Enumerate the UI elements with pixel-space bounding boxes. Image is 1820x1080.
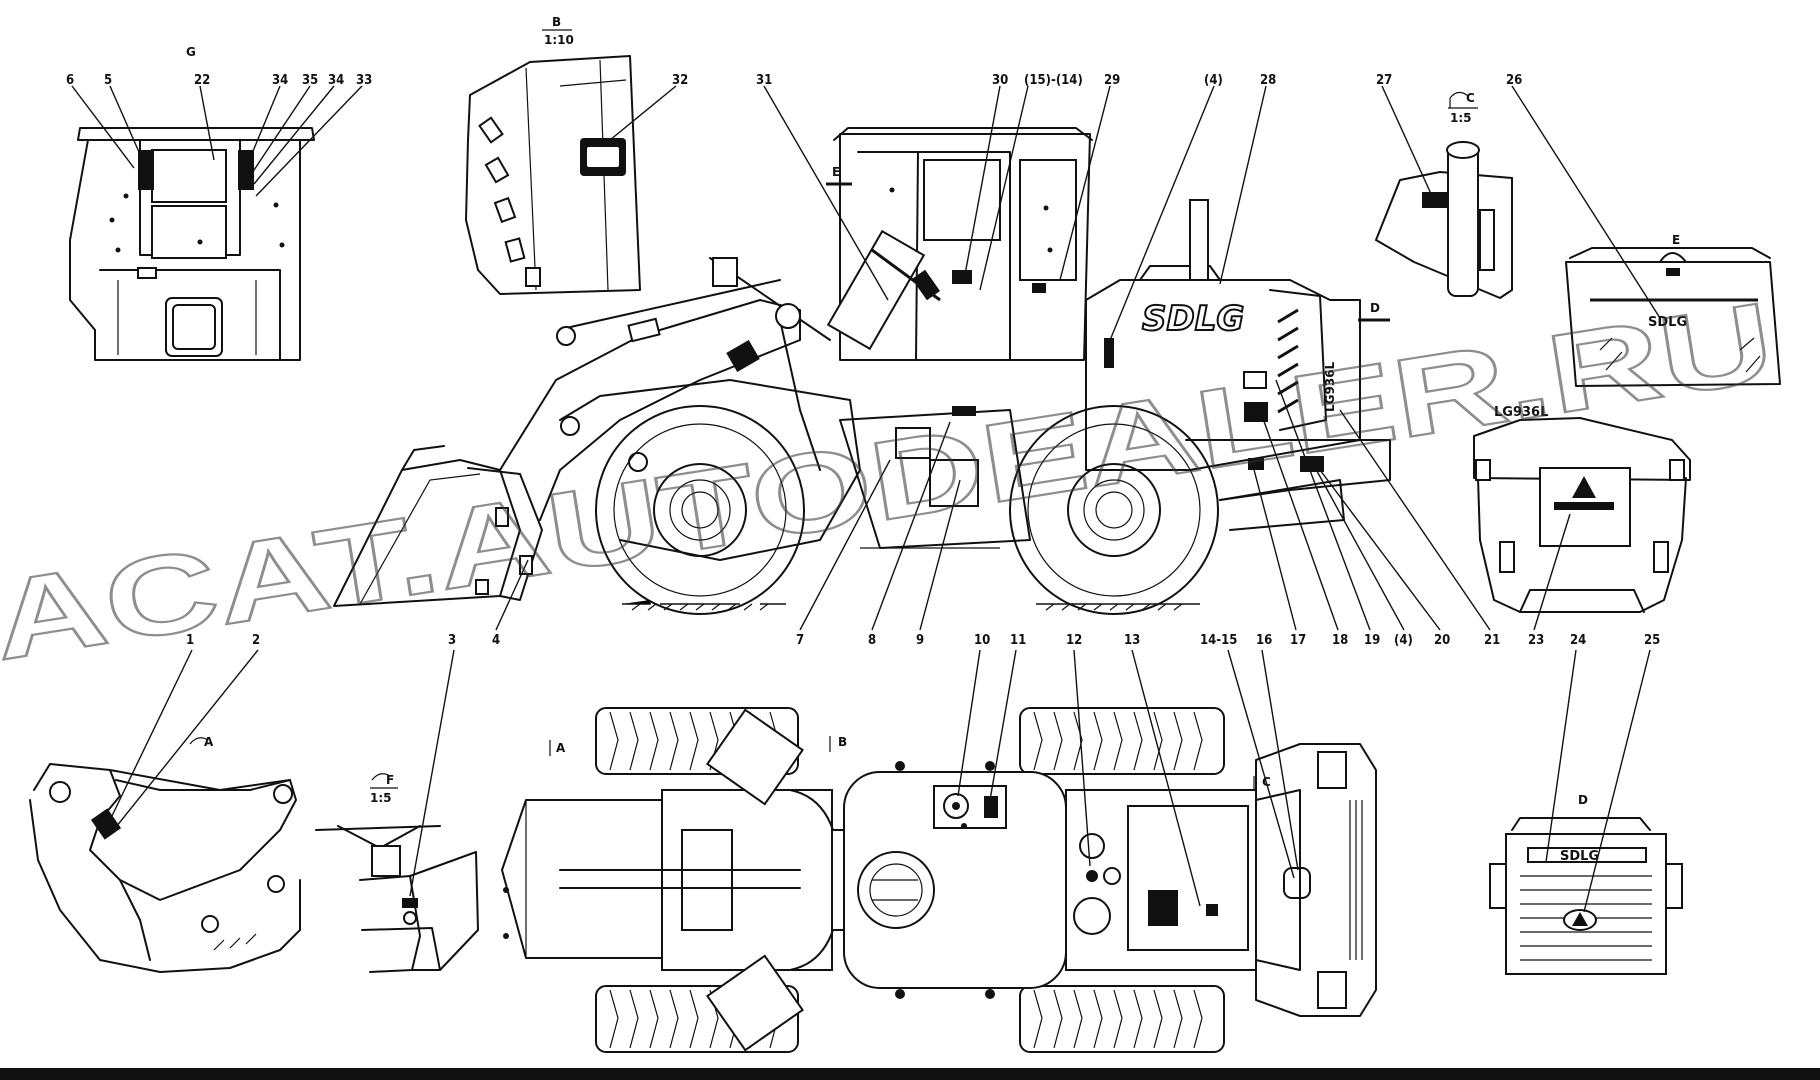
model-label: LG936L <box>1323 361 1337 412</box>
view-label-b: B <box>552 15 561 29</box>
callout-6: 6 <box>66 73 74 88</box>
callout-32: 32 <box>672 73 688 88</box>
section-mark-b: B <box>838 735 847 749</box>
callout-30: 30 <box>992 73 1008 88</box>
section-mark-a: A <box>556 741 566 755</box>
callout-26: 26 <box>1506 73 1522 88</box>
callout-9: 9 <box>916 633 924 648</box>
view-e-cab-roof: E SDLG 26 <box>1506 73 1781 387</box>
section-mark-e: E <box>832 165 840 179</box>
hood-logo: SDLG <box>1142 299 1244 339</box>
callout-3: 3 <box>448 633 456 648</box>
view-scale-f: 1:5 <box>370 791 392 805</box>
callout-18: 18 <box>1332 633 1348 648</box>
callout-12: 12 <box>1066 633 1082 648</box>
watermark: ACAT.AUTODEALER.RU <box>0 279 1782 684</box>
callout-4: 4 <box>492 633 500 648</box>
callout-35: 35 <box>302 73 318 88</box>
view-label-d: D <box>1578 793 1588 807</box>
section-mark-d: D <box>1370 301 1380 315</box>
bottom-border <box>0 1068 1820 1080</box>
callout-16: 16 <box>1256 633 1272 648</box>
rear-view-counterweight: LG936L 23 <box>1473 405 1691 648</box>
callout-19: 19 <box>1364 633 1380 648</box>
view-e-logo: SDLG <box>1648 315 1687 330</box>
view-label-g: G <box>186 45 196 59</box>
callout-7: 7 <box>796 633 804 648</box>
view-label-a: A <box>204 735 214 749</box>
view-label-e: E <box>1672 233 1680 247</box>
callout-1: 1 <box>186 633 194 648</box>
callout-15-14: (15)-(14) <box>1024 73 1083 88</box>
callout-31: 31 <box>756 73 772 88</box>
callout-22: 22 <box>194 73 210 88</box>
callout-17: 17 <box>1290 633 1306 648</box>
callout-24: 24 <box>1570 633 1586 648</box>
callout-27: 27 <box>1376 73 1392 88</box>
view-d-hood-front: D SDLG 24 25 <box>1489 633 1683 975</box>
callout-11: 11 <box>1010 633 1026 648</box>
callout-4-paren: (4) <box>1204 73 1223 88</box>
callout-21: 21 <box>1484 633 1500 648</box>
callout-5: 5 <box>104 73 112 88</box>
loader-side-view: E D <box>333 73 1500 648</box>
view-b-boom-panel: B 1:10 32 <box>465 15 688 295</box>
callout-13: 13 <box>1124 633 1140 648</box>
callout-25: 25 <box>1644 633 1660 648</box>
view-scale-c: 1:5 <box>1450 111 1472 125</box>
view-c-bracket: C 1:5 27 <box>1375 73 1513 299</box>
callout-4-paren-2: (4) <box>1394 633 1413 648</box>
callout-8: 8 <box>868 633 876 648</box>
callout-33: 33 <box>356 73 372 88</box>
callout-23: 23 <box>1528 633 1544 648</box>
callout-29: 29 <box>1104 73 1120 88</box>
callout-34: 34 <box>272 73 288 88</box>
view-label-c: C <box>1466 91 1475 105</box>
view-a-lift-arm: A 1 2 <box>29 633 301 973</box>
callout-34: 34 <box>328 73 344 88</box>
callout-20: 20 <box>1434 633 1450 648</box>
view-scale-b: 1:10 <box>544 33 574 47</box>
view-f-steering: F 1:5 3 <box>315 633 479 973</box>
callout-28: 28 <box>1260 73 1276 88</box>
view-label-f: F <box>386 773 394 787</box>
view-g-cab-rear: G 6 5 22 34 35 34 33 <box>66 45 372 361</box>
callout-2: 2 <box>252 633 260 648</box>
rear-model-label: LG936L <box>1494 405 1548 420</box>
view-d-logo: SDLG <box>1560 849 1599 864</box>
callout-14-15: 14-15 <box>1200 633 1237 648</box>
callout-10: 10 <box>974 633 990 648</box>
loader-top-view: A B C F G <box>501 633 1377 1053</box>
